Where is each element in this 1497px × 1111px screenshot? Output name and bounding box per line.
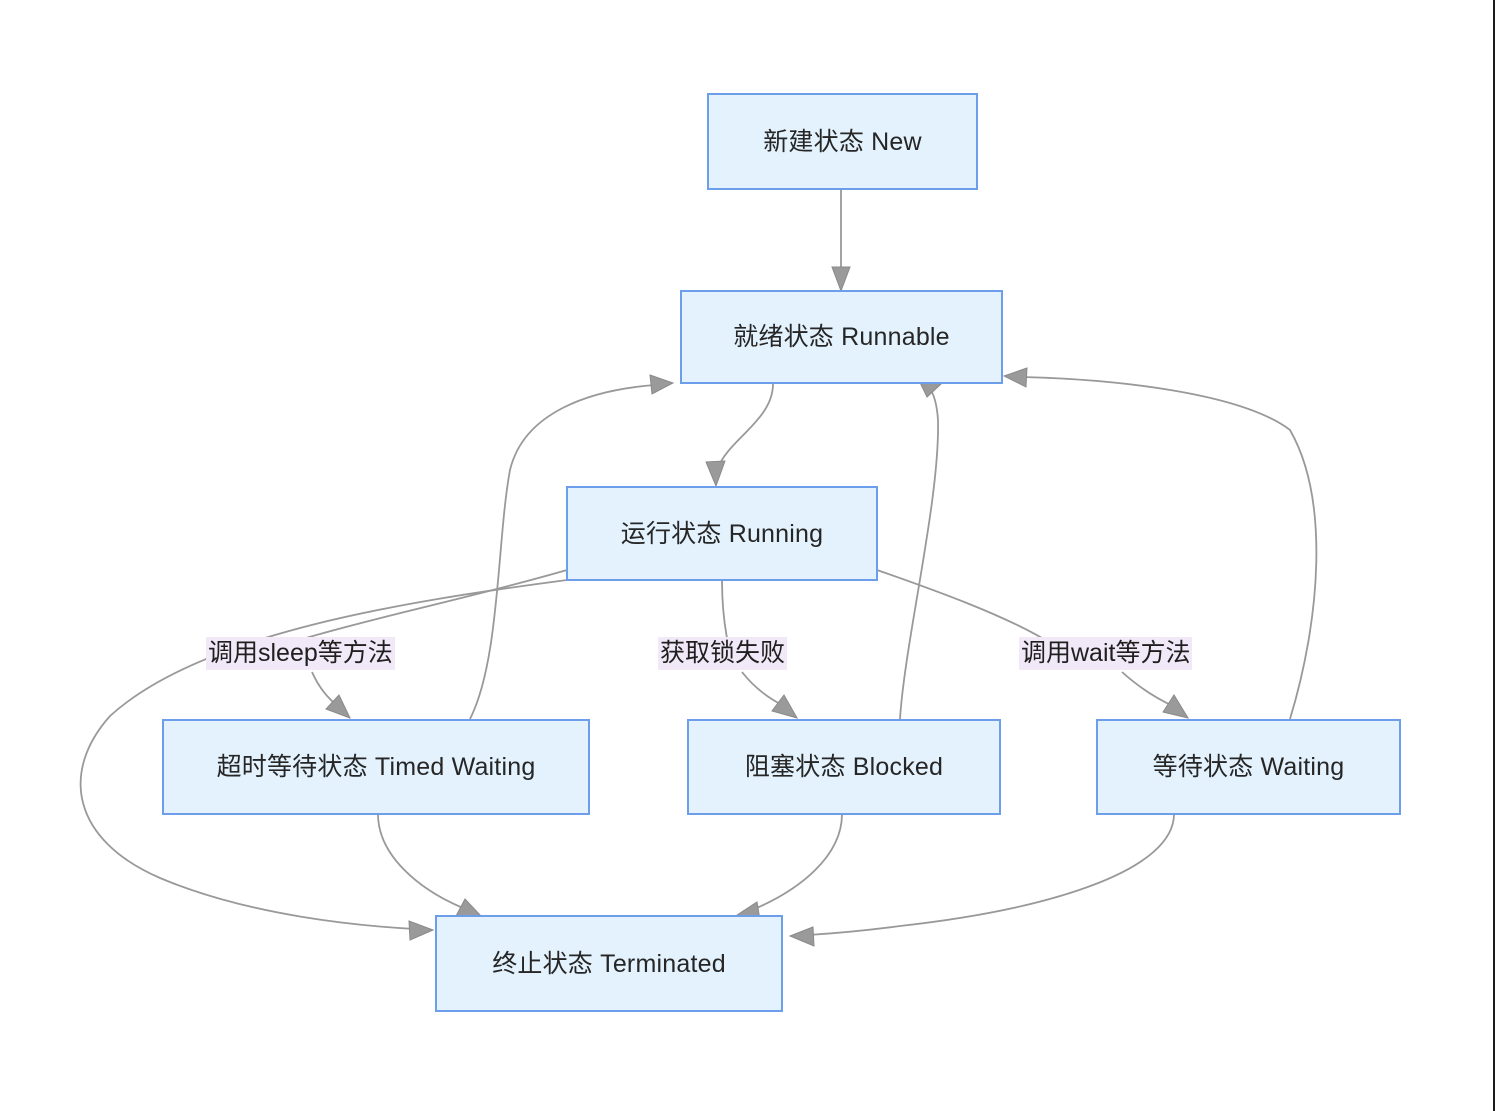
right-border-rule xyxy=(1493,0,1495,1111)
edge-timed-waiting-to-terminated xyxy=(377,813,483,917)
node-runnable[interactable]: 就绪状态 Runnable xyxy=(680,290,1003,384)
edge-label-sleep: 调用sleep等方法 xyxy=(206,637,395,671)
node-terminated-label: 终止状态 Terminated xyxy=(492,949,726,978)
edge-waiting-to-terminated xyxy=(788,813,1175,947)
node-timed-waiting-label: 超时等待状态 Timed Waiting xyxy=(216,753,536,781)
node-blocked-label: 阻塞状态 Blocked xyxy=(744,753,944,781)
edge-runnable-to-running xyxy=(705,383,774,488)
node-runnable-label: 就绪状态 Runnable xyxy=(733,323,950,351)
node-running-label: 运行状态 Running xyxy=(620,519,824,548)
node-new-label: 新建状态 New xyxy=(763,127,922,156)
edge-new-to-runnable xyxy=(831,190,851,293)
node-waiting-label: 等待状态 Waiting xyxy=(1152,753,1345,781)
edge-label-lock-fail: 获取锁失败 xyxy=(658,637,788,671)
node-terminated[interactable]: 终止状态 Terminated xyxy=(435,915,783,1012)
node-new[interactable]: 新建状态 New xyxy=(707,93,978,190)
edge-blocked-to-terminated xyxy=(732,813,843,921)
node-waiting[interactable]: 等待状态 Waiting xyxy=(1096,719,1401,815)
node-timed-waiting[interactable]: 超时等待状态 Timed Waiting xyxy=(162,719,590,815)
edge-label-wait: 调用wait等方法 xyxy=(1019,637,1193,671)
node-blocked[interactable]: 阻塞状态 Blocked xyxy=(687,719,1001,815)
edge-blocked-to-runnable xyxy=(899,373,942,720)
node-running[interactable]: 运行状态 Running xyxy=(566,486,878,581)
